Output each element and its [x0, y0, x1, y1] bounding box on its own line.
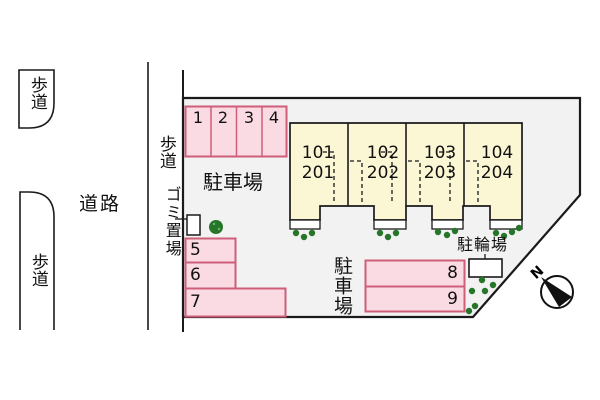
shrub-dot [515, 224, 523, 232]
sidewalk-bottom-label: 歩道 [27, 253, 48, 287]
stall-number-2: 2 [217, 108, 229, 127]
shrub-dot [384, 233, 392, 241]
stall-number-1: 1 [192, 108, 204, 127]
porch-steps [289, 219, 523, 230]
stall-number-3: 3 [243, 108, 255, 127]
shrub-dot [376, 229, 384, 237]
stair-dash-left-1 [323, 151, 335, 203]
bush [209, 220, 223, 234]
north-needle-icon [541, 277, 572, 307]
stall-7 [184, 287, 287, 318]
shrub-dot [492, 229, 500, 237]
stall-9 [364, 285, 466, 313]
garbage-area-label: ゴミ置場 [162, 186, 182, 258]
porch-step-104 [489, 219, 523, 230]
stall-number-7: 7 [190, 292, 201, 312]
unit-first-floor: 104 [480, 143, 514, 163]
unit-102-202-label: 102 202 [354, 143, 412, 183]
sidewalk-island-top [18, 69, 55, 129]
shrub-dot [471, 302, 479, 310]
unit-second-floor: 203 [423, 163, 457, 183]
stair-dash-right-2 [408, 160, 421, 203]
stall-number-6: 6 [190, 265, 201, 285]
shrub-dot [392, 229, 400, 237]
unit-first-floor: 101 [301, 143, 335, 163]
unit-101-201-label: 101 201 [289, 143, 347, 183]
shrub-dot [508, 228, 516, 236]
shrub-dot [300, 233, 308, 241]
unit-second-floor: 201 [301, 163, 335, 183]
garbage-box [186, 214, 201, 236]
bicycle-parking-label: 駐輪場 [457, 235, 509, 254]
greenery [209, 220, 523, 315]
unit-second-floor: 204 [480, 163, 514, 183]
porch-step-102 [373, 219, 407, 230]
sidewalk-top-label: 歩道 [26, 76, 47, 110]
sidewalk-middle-label: 歩道 [155, 135, 176, 169]
stair-dash-right-1 [350, 160, 363, 203]
parking-lot-lower-label: 駐車場 [330, 256, 353, 316]
unit-104-204-label: 104 204 [468, 143, 526, 183]
sidewalk-island-bottom [19, 191, 55, 330]
parking-row-dividers [210, 107, 263, 156]
shrub-dot [500, 232, 508, 240]
road-label: 道路 [79, 193, 122, 215]
stall-number-5: 5 [190, 240, 201, 260]
shrub-dot [481, 287, 489, 295]
parking-stalls-5-9 [184, 237, 466, 318]
shrub-dot [468, 287, 476, 295]
porch-step-103 [431, 219, 464, 230]
stair-dash-left-3 [439, 151, 451, 203]
parking-lot-upper-label: 駐車場 [203, 170, 263, 194]
stair-dash-right-3 [466, 160, 479, 203]
shrub-dot [443, 231, 451, 239]
porch-step-101 [289, 219, 321, 230]
unit-second-floor: 202 [366, 163, 400, 183]
stall-number-8: 8 [447, 263, 458, 283]
shrub-dot [451, 227, 459, 235]
compass: N [528, 263, 574, 309]
bicycle-rack-box [468, 258, 503, 278]
bush-highlight [212, 222, 216, 226]
shrub-dot [465, 307, 473, 315]
stair-dashed-marks [323, 151, 479, 203]
shrub-dot [292, 229, 300, 237]
unit-first-floor: 103 [423, 143, 457, 163]
bush-highlight [217, 227, 221, 231]
stall-number-4: 4 [268, 108, 280, 127]
unit-103-203-label: 103 203 [411, 143, 469, 183]
shrub-dot [478, 276, 486, 284]
stall-6 [184, 261, 237, 290]
unit-first-floor: 102 [366, 143, 400, 163]
stall-number-9: 9 [447, 289, 458, 309]
shrub-dot [308, 229, 316, 237]
shrub-dot [489, 281, 497, 289]
shrub-dot [434, 228, 442, 236]
stair-dash-left-2 [381, 151, 393, 203]
stall-8 [364, 259, 466, 288]
